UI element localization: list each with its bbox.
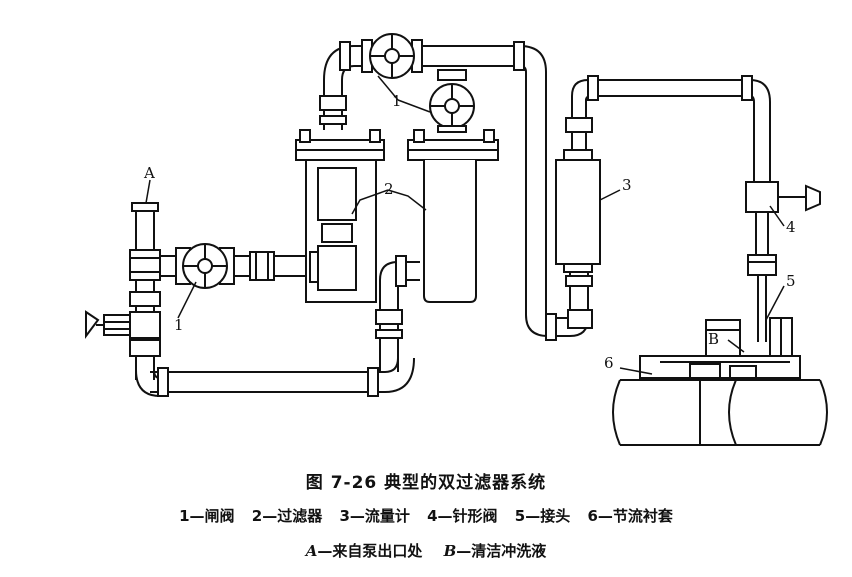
label-1-top: 1 bbox=[392, 92, 402, 110]
top-header-pipe bbox=[323, 41, 547, 81]
legend-item: 4—针形阀 bbox=[427, 507, 498, 525]
label-B: B bbox=[708, 330, 719, 348]
legend-item: 3—流量计 bbox=[339, 507, 410, 525]
filter-left bbox=[295, 129, 385, 303]
leader-lines bbox=[145, 75, 785, 375]
label-A: A bbox=[143, 164, 155, 182]
note-b-text: —清洁冲洗液 bbox=[456, 542, 547, 560]
label-5: 5 bbox=[786, 272, 796, 290]
seal-feed-pipe bbox=[745, 102, 821, 342]
gate-valve-filter2 bbox=[429, 69, 475, 133]
downcomer-pipe bbox=[525, 72, 593, 341]
figure-title: 图 7-26 典型的双过滤器系统 bbox=[305, 473, 547, 493]
note-a-text: —来自泵出口处 bbox=[317, 542, 423, 560]
dual-filter-system-diagram: A 1 1 2 3 4 5 B 6 bbox=[85, 33, 828, 446]
note-a: A—来自泵出口处 bbox=[306, 542, 423, 560]
inlet-pipe bbox=[129, 202, 161, 380]
note-b: B—清洁冲洗液 bbox=[444, 542, 547, 560]
flowmeter bbox=[555, 75, 771, 310]
filter2-outlet-riser bbox=[375, 255, 420, 372]
legend-item: 6—节流衬套 bbox=[587, 507, 673, 525]
figure-legend: 1—闸阀 2—过滤器 3—流量计 4—针形阀 5—接头 6—节流衬套 bbox=[0, 505, 852, 526]
note-b-key: B bbox=[443, 542, 457, 560]
legend-item: 5—接头 bbox=[514, 507, 571, 525]
seal-assembly bbox=[612, 317, 828, 446]
gate-valve-top bbox=[361, 33, 423, 79]
label-3: 3 bbox=[622, 176, 632, 194]
label-4: 4 bbox=[786, 218, 796, 236]
figure-notes: A—来自泵出口处 B—清洁冲洗液 bbox=[0, 540, 852, 561]
filter-right bbox=[407, 129, 499, 303]
legend-item: 2—过滤器 bbox=[251, 507, 323, 525]
drain-valve bbox=[85, 310, 161, 339]
bottom-return-pipe bbox=[135, 357, 415, 397]
label-1-left: 1 bbox=[174, 316, 184, 334]
label-2: 2 bbox=[384, 180, 394, 198]
note-a-key: A bbox=[305, 542, 318, 560]
gate-valve-left bbox=[175, 243, 235, 289]
legend-item: 1—闸阀 bbox=[179, 507, 235, 525]
label-6: 6 bbox=[604, 354, 614, 372]
